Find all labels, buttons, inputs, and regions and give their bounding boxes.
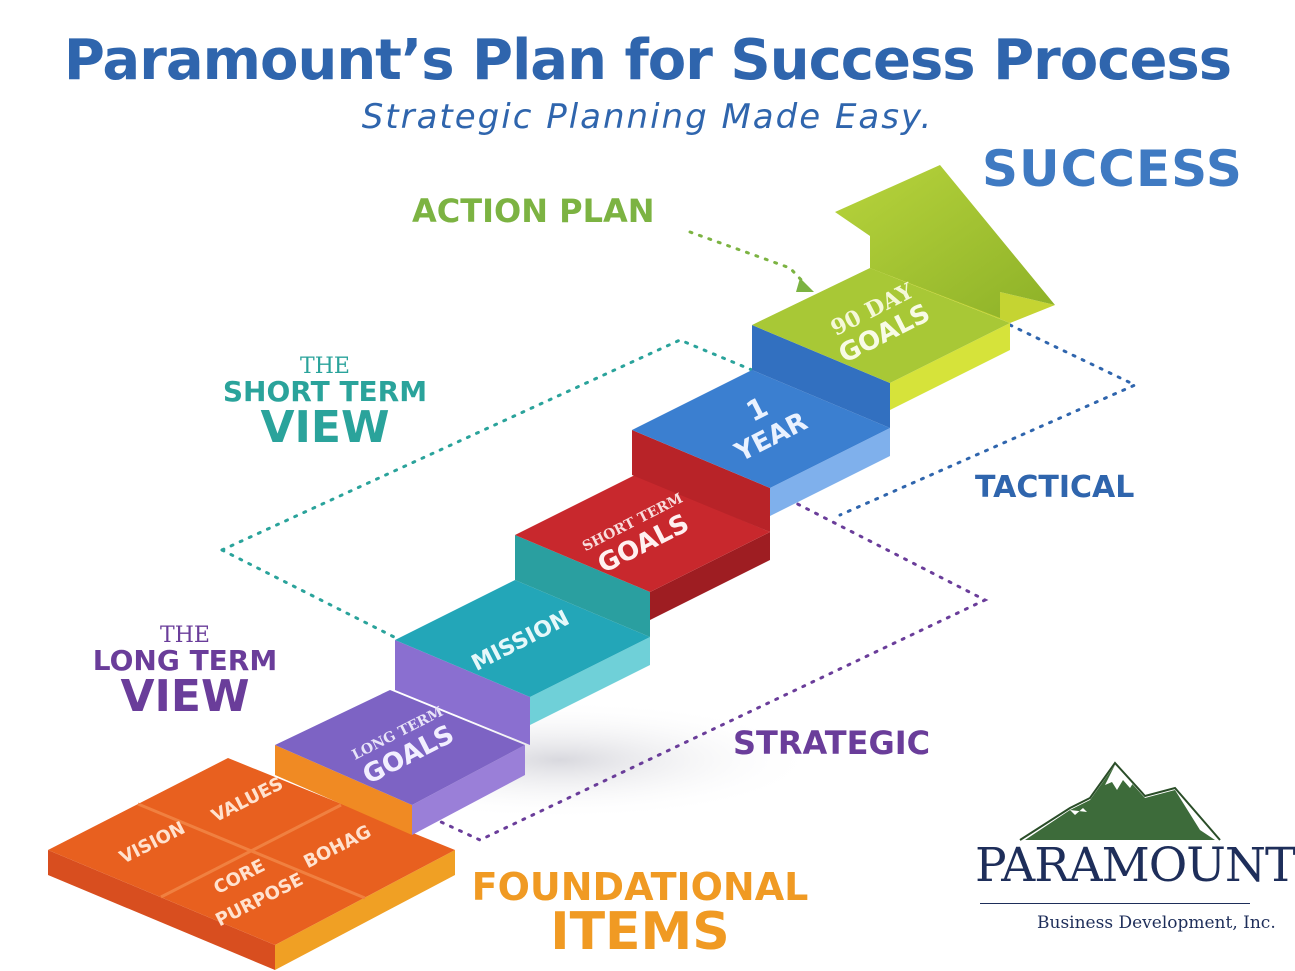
step-5-top: [752, 268, 1010, 383]
short-term-view-line2: VIEW: [260, 402, 390, 453]
step-2-riser: [395, 640, 530, 745]
action-plan-pointer-head: [796, 278, 814, 292]
logo-tagline: Business Development, Inc.: [1037, 913, 1276, 933]
step-1-top: [275, 690, 525, 805]
page-title: Paramount’s Plan for Success Process: [63, 28, 1232, 93]
foundation-block-side: [275, 850, 455, 970]
long-term-view-line1: LONG TERM: [92, 644, 278, 677]
page-subtitle: Strategic Planning Made Easy.: [361, 97, 934, 137]
step-5-side: [890, 323, 1010, 410]
action-plan-pointer: [688, 230, 808, 287]
step-1-riser: [275, 745, 412, 835]
step-1-side: [412, 745, 525, 835]
step-3-side: [650, 532, 770, 620]
short-term-bracket-lower: [220, 548, 402, 642]
foundation-block-front: [48, 850, 275, 970]
success-label: SUCCESS: [982, 140, 1243, 198]
success-arrow: [835, 165, 1055, 318]
strategic-label: STRATEGIC: [733, 724, 931, 762]
foundational-items-label: FOUNDATIONAL ITEMS: [470, 868, 810, 958]
step-5-riser: [752, 325, 890, 428]
paramount-logo-mountain-icon: [1019, 761, 1221, 841]
step-4-top: [632, 370, 890, 488]
foundational-line1: FOUNDATIONAL: [471, 865, 809, 909]
step-4-riser: [632, 430, 770, 532]
short-term-view-the: THE: [300, 354, 350, 379]
step-2-top: [395, 580, 650, 697]
action-plan-label: ACTION PLAN: [412, 192, 655, 230]
foundational-line2: ITEMS: [550, 902, 730, 962]
step-4-side: [770, 428, 890, 516]
step-3-riser: [515, 535, 650, 637]
step-2-side: [530, 637, 650, 725]
short-term-view-label: THE SHORT TERM VIEW: [200, 356, 450, 450]
tactical-label: TACTICAL: [975, 470, 1135, 505]
long-term-view-the: THE: [160, 623, 210, 648]
short-term-view-line1: SHORT TERM: [222, 375, 428, 408]
step-3-top: [515, 475, 770, 592]
foundation-grid-line-2: [160, 803, 342, 899]
logo-name: PARAMOUNT: [975, 838, 1295, 893]
long-term-view-label: THE LONG TERM VIEW: [60, 625, 310, 719]
long-term-view-line2: VIEW: [120, 671, 250, 722]
strategic-bracket: [413, 493, 989, 842]
tactical-bracket: [838, 323, 1139, 517]
logo-divider: [980, 903, 1250, 904]
